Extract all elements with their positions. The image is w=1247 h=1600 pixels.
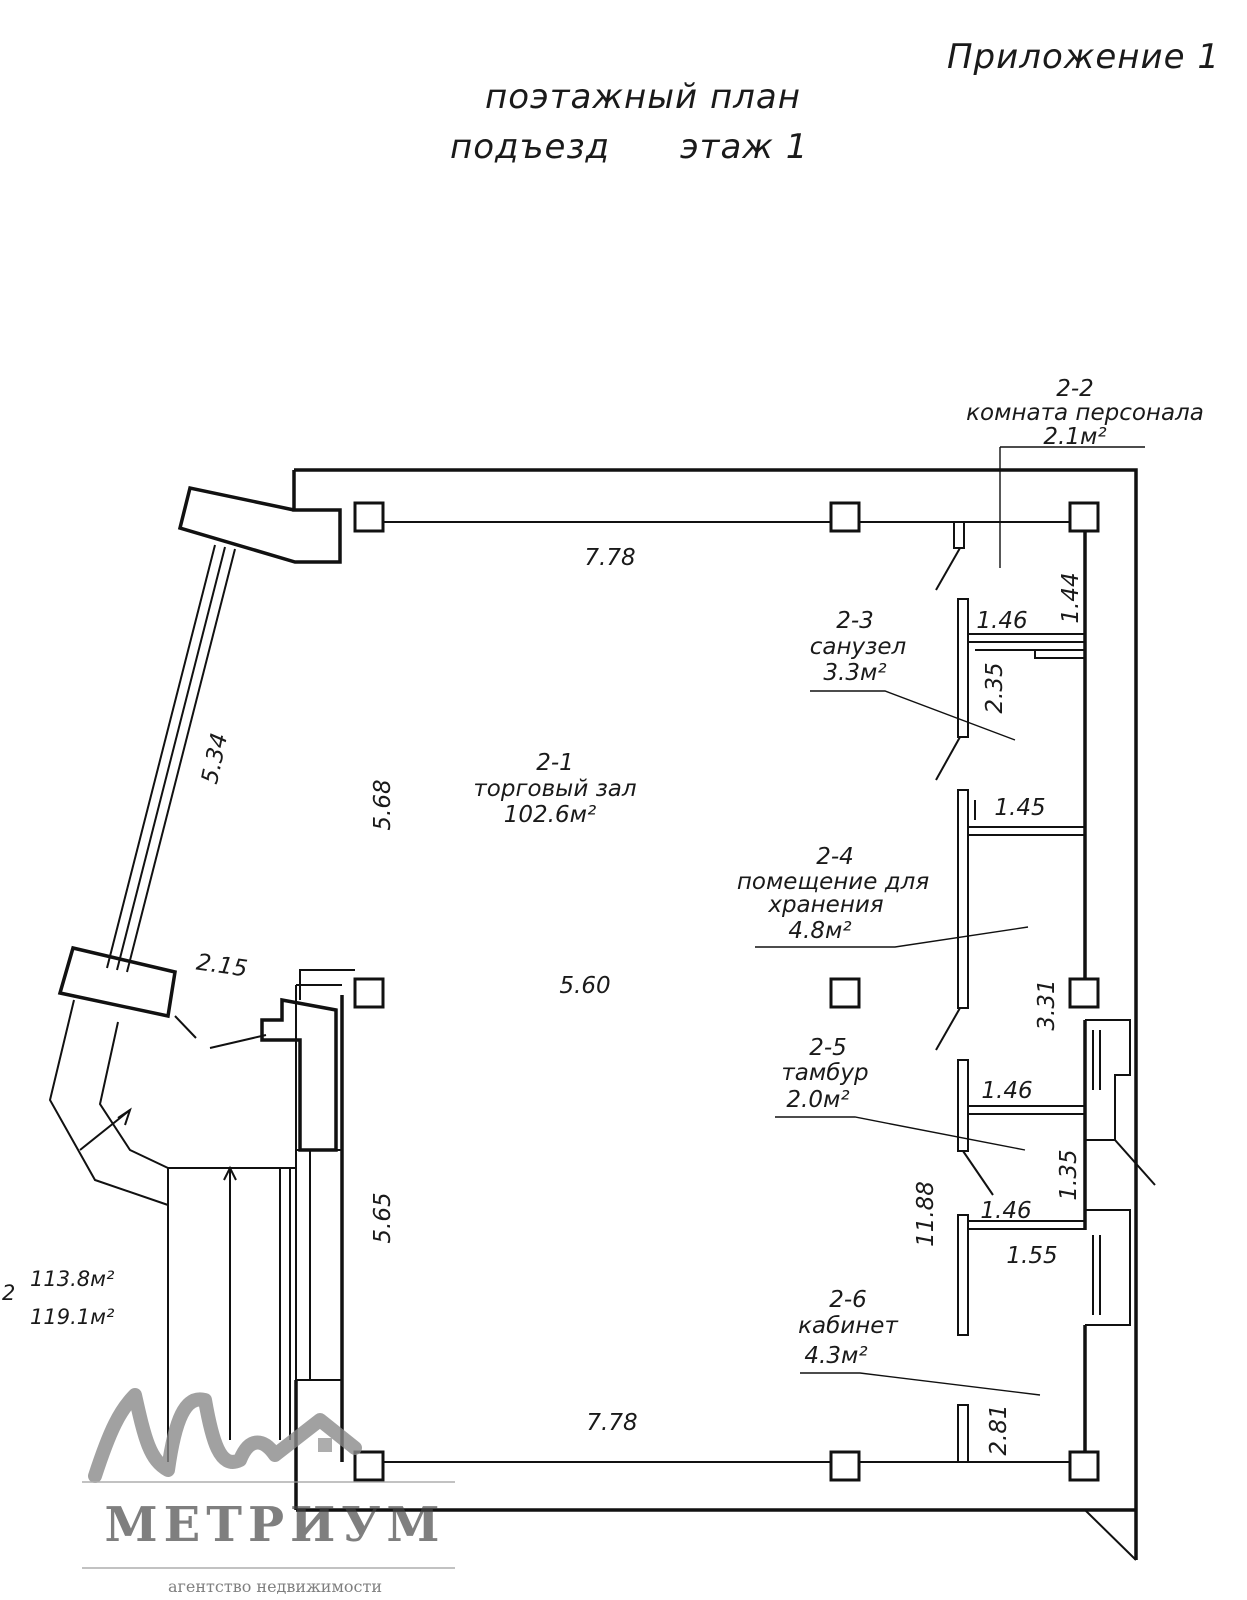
columns [353, 501, 1100, 1482]
dim-bottom-width: 7.78 [586, 1410, 637, 1436]
total-area-2: 119.1м² [30, 1305, 115, 1329]
svg-text:4.3м²: 4.3м² [804, 1343, 867, 1369]
dim-vest-width: 1.46 [981, 1078, 1032, 1104]
column [1068, 501, 1100, 533]
entrance-block [48, 969, 355, 1462]
dim-entry-width: 2.15 [195, 950, 249, 983]
svg-text:помещение для: помещение для [737, 869, 929, 895]
plan-title: поэтажный план [485, 77, 801, 117]
dimensions: 7.78 7.78 5.60 2.15 5.34 5.68 5.65 1.44 … [195, 545, 1084, 1456]
dim-vest-bottom: 1.46 [980, 1198, 1031, 1224]
dim-staff-height: 1.44 [1058, 572, 1084, 623]
dim-office-width: 1.55 [1006, 1243, 1057, 1269]
dim-hall-upper: 5.68 [370, 779, 396, 830]
area-totals: 2 113.8м² 119.1м² [2, 1267, 115, 1329]
svg-text:торговый зал: торговый зал [473, 776, 637, 802]
dim-wc-height: 2.35 [982, 662, 1008, 713]
dim-vest-height: 1.35 [1056, 1149, 1082, 1200]
dim-top-width: 7.78 [584, 545, 635, 571]
watermark-logo [88, 1388, 362, 1483]
dim-left-diag: 5.34 [197, 731, 233, 787]
room-2-6-label: 2-6 кабинет 4.3м² [798, 1287, 898, 1369]
room-2-3-label: 2-3 санузел 3.3м² [810, 608, 907, 686]
partitions [935, 521, 1156, 1463]
entrance-label: подъезд [450, 127, 610, 167]
svg-text:2-5: 2-5 [809, 1035, 847, 1061]
svg-text:2.0м²: 2.0м² [786, 1087, 849, 1113]
appendix-label: Приложение 1 [947, 37, 1220, 77]
column [353, 977, 385, 1009]
leader-lines [755, 446, 1145, 1396]
dim-overall-height: 11.88 [913, 1181, 939, 1247]
totals-prefix: 2 [2, 1281, 15, 1305]
room-2-4-label: 2-4 помещение для хранения 4.8м² [737, 844, 929, 944]
column [353, 501, 385, 533]
total-area-1: 113.8м² [30, 1267, 115, 1291]
svg-text:хранения: хранения [767, 892, 883, 918]
svg-text:санузел: санузел [810, 634, 907, 660]
dim-hall-lower: 5.65 [370, 1192, 396, 1243]
svg-text:2-6: 2-6 [829, 1287, 867, 1313]
watermark: МЕТРИУМ агентство недвижимости [82, 1388, 455, 1596]
column [353, 1450, 385, 1482]
svg-text:4.8м²: 4.8м² [788, 918, 851, 944]
svg-text:2-3: 2-3 [836, 608, 874, 634]
dim-hall-center: 5.60 [559, 973, 610, 999]
dim-wc-width: 1.46 [976, 608, 1027, 634]
room-2-5-label: 2-5 тамбур 2.0м² [781, 1035, 868, 1113]
column [829, 501, 861, 533]
watermark-brand: МЕТРИУМ [105, 1497, 446, 1553]
svg-text:3.3м²: 3.3м² [823, 660, 886, 686]
svg-text:кабинет: кабинет [798, 1313, 898, 1339]
room-2-1-label: 2-1 торговый зал 102.6м² [473, 750, 637, 828]
column [829, 977, 861, 1009]
column [829, 1450, 861, 1482]
room-2-2-label: 2-2 комната персонала 2.1м² [966, 376, 1204, 450]
svg-text:2.1м²: 2.1м² [1043, 424, 1106, 450]
svg-text:2-1: 2-1 [536, 750, 574, 776]
glazed-wall [57, 544, 236, 1039]
dim-storage-height: 3.31 [1034, 979, 1060, 1030]
column [1068, 977, 1100, 1009]
watermark-tagline: агентство недвижимости [168, 1577, 382, 1596]
svg-text:тамбур: тамбур [781, 1060, 868, 1086]
floor-label: этаж 1 [680, 127, 808, 167]
svg-text:2-2: 2-2 [1056, 376, 1094, 402]
dim-office-height: 2.81 [986, 1404, 1012, 1455]
column [1068, 1450, 1100, 1482]
dim-storage-width: 1.45 [994, 795, 1045, 821]
svg-text:комната персонала: комната персонала [966, 400, 1204, 426]
svg-text:102.6м²: 102.6м² [504, 802, 596, 828]
svg-text:2-4: 2-4 [816, 844, 854, 870]
